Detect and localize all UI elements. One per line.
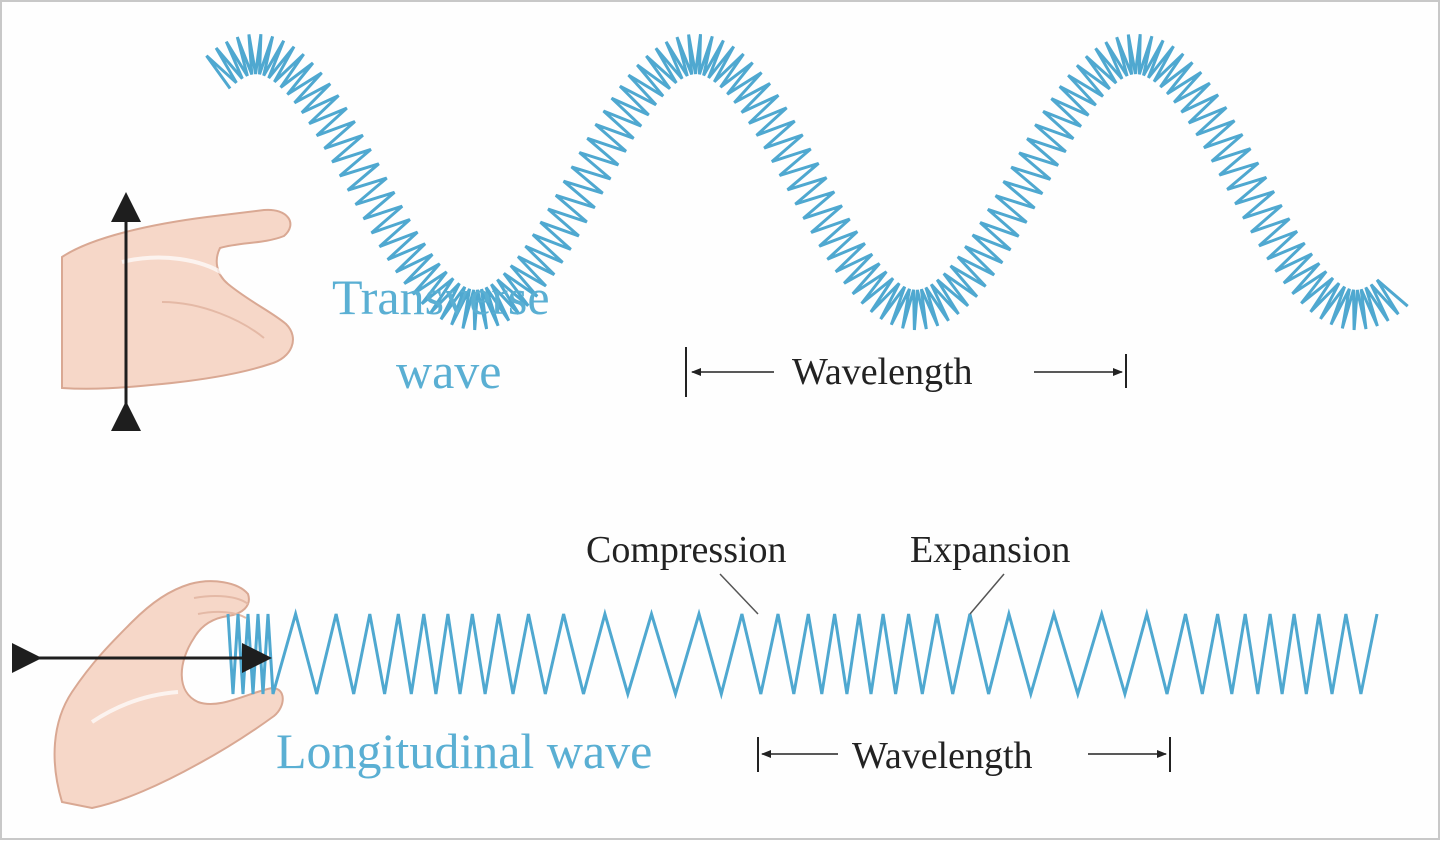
longitudinal-wavelength-marker: Wavelength [757,735,1171,777]
compression-label: Compression [586,529,787,571]
longitudinal-coil-path [226,608,1379,700]
expansion-label: Expansion [910,529,1070,571]
transverse-title-line1: Transverse [332,269,550,325]
transverse-coil-path [205,34,1409,331]
longitudinal-spring [226,608,1379,700]
pinching-hand-icon [53,580,284,810]
transverse-wavelength-marker: Wavelength [685,347,1127,397]
longitudinal-wavelength-label: Wavelength [852,735,1033,777]
transverse-wavelength-label: Wavelength [792,351,973,393]
expansion-leader-line [969,573,1005,615]
compression-leader-line [719,573,759,615]
longitudinal-title: Longitudinal wave [276,723,652,779]
transverse-title-line2: wave [396,343,502,399]
transverse-spring [205,34,1409,331]
hand-icon [61,208,294,390]
